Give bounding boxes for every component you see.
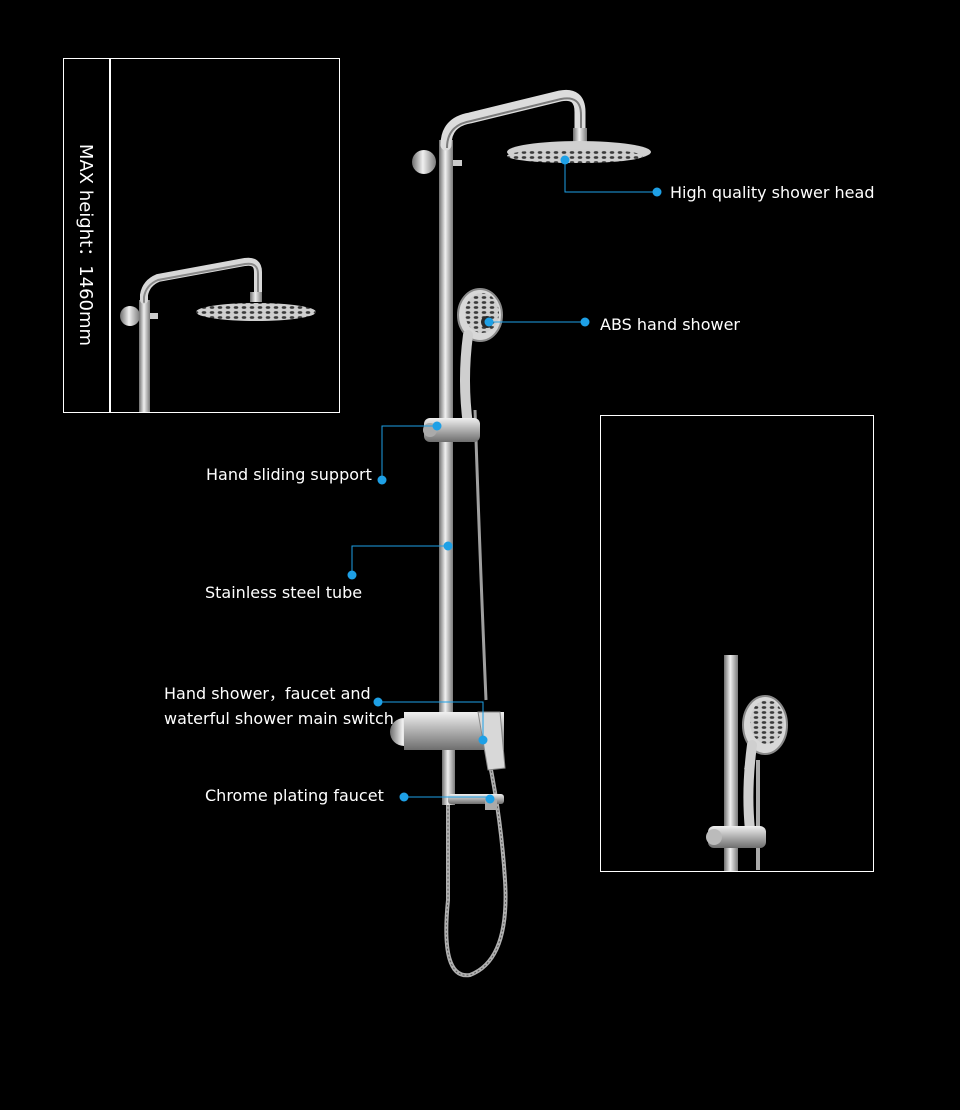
max-height-label: MAX height：1460mm — [75, 143, 96, 347]
shower-system — [390, 89, 651, 978]
label-hand-shower: ABS hand shower — [600, 315, 740, 334]
height-inset — [63, 58, 340, 413]
label-shower-head: High quality shower head — [670, 183, 875, 202]
label-steel-tube: Stainless steel tube — [205, 583, 363, 602]
callout-dots — [347, 155, 662, 804]
label-main-switch-line1: Hand shower，faucet and — [164, 684, 371, 703]
inset-shower-illustration — [120, 257, 316, 412]
hand-shower-inset — [600, 415, 874, 872]
label-sliding-support: Hand sliding support — [206, 465, 372, 484]
label-main-switch-line2: waterful shower main switch — [164, 709, 394, 728]
callout-leaders — [351, 158, 657, 798]
label-faucet: Chrome plating faucet — [205, 786, 384, 805]
